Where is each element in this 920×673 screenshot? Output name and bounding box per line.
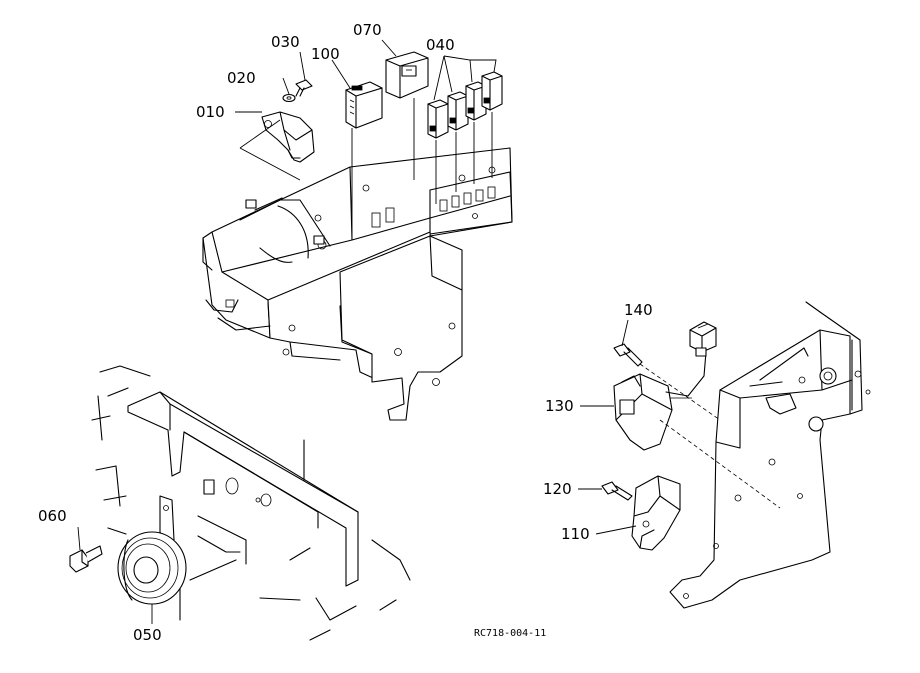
label-110: 110: [561, 525, 590, 543]
label-130: 130: [545, 397, 574, 415]
bolt-060: [69, 545, 103, 573]
right-frame-bracket: [669, 301, 871, 609]
leader-lines-top: [235, 39, 497, 240]
reference-code: RC718-004-11: [474, 628, 546, 639]
label-140: 140: [624, 301, 653, 319]
upper-frame-bracket: [202, 147, 513, 421]
label-070: 070: [353, 21, 382, 39]
label-030: 030: [271, 33, 300, 51]
label-020: 020: [227, 69, 256, 87]
leader-lines-right: [578, 319, 781, 535]
relay-100: [345, 81, 383, 129]
leader-lines-bottom-left: [77, 526, 153, 624]
bolt-140: [613, 343, 643, 367]
connector-plug-130: [689, 321, 717, 357]
relay-group-040: [427, 71, 503, 139]
part-labels: 010 020 030 040 050 060 070 100 110 120 …: [38, 21, 653, 644]
bolt-030: [295, 79, 313, 97]
relay-070: [385, 51, 429, 99]
label-100: 100: [311, 45, 340, 63]
washer-020: [282, 93, 296, 103]
label-010: 010: [196, 103, 225, 121]
label-120: 120: [543, 480, 572, 498]
lower-frame-horn-bracket: [91, 365, 411, 641]
label-050: 050: [133, 626, 162, 644]
sensor-110: [631, 475, 681, 551]
sensor-130: [613, 351, 707, 451]
horn-050: [117, 495, 187, 605]
label-060: 060: [38, 507, 67, 525]
bolt-120: [601, 481, 633, 501]
relay-010: [261, 111, 315, 163]
label-040: 040: [426, 36, 455, 54]
